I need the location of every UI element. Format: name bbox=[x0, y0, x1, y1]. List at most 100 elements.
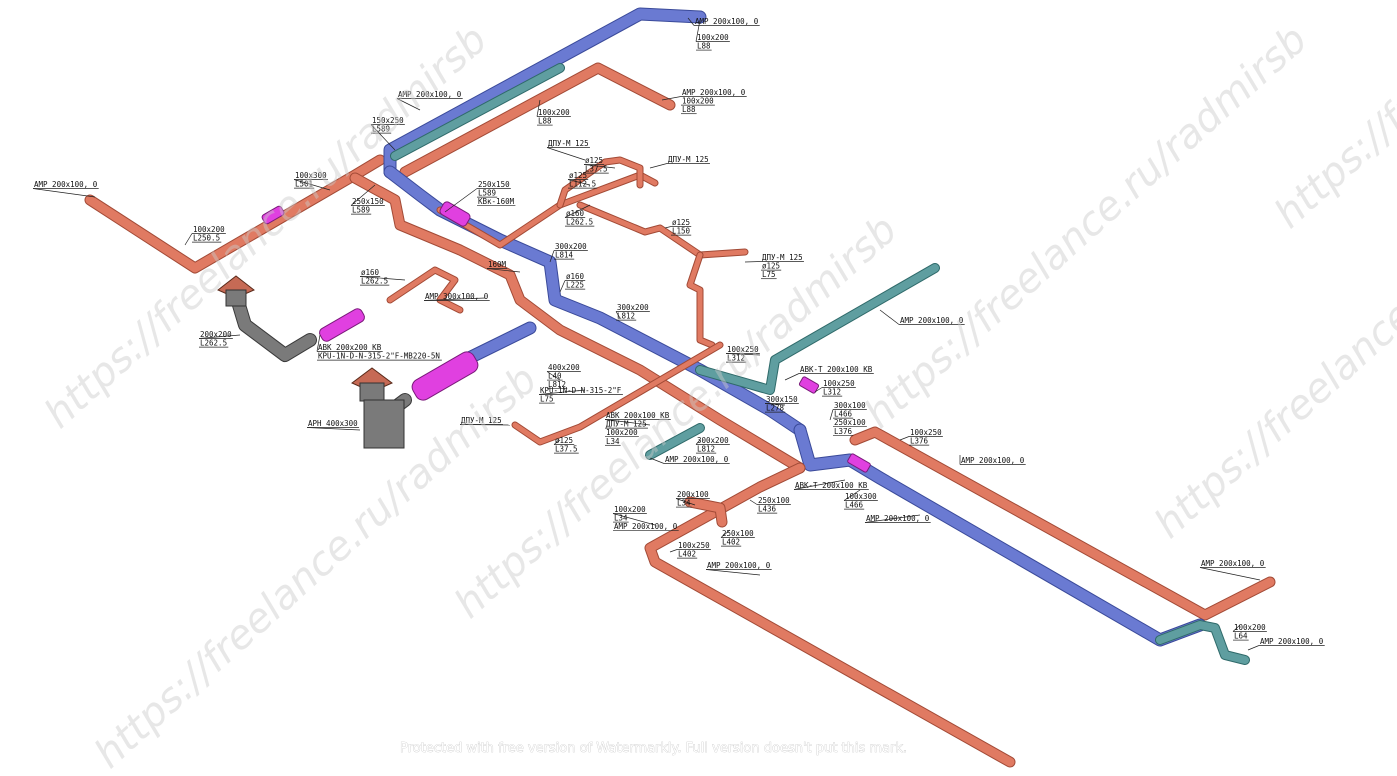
roof-cap-left bbox=[217, 275, 255, 307]
label-leader bbox=[184, 233, 193, 246]
dimension-label-line: AMP 200x100, 0 bbox=[34, 180, 98, 189]
dimension-label-line: AMP 200x100, 0 bbox=[1260, 637, 1324, 646]
dimension-label-line: L312 bbox=[823, 388, 841, 397]
dimension-label-line: L75 bbox=[540, 395, 554, 404]
supply-duct-lower-long bbox=[645, 463, 1015, 767]
dimension-label-line: L376 bbox=[910, 437, 929, 446]
dimension-label-line: L814 bbox=[555, 251, 574, 260]
valve-right-lower bbox=[847, 453, 871, 473]
label-leader bbox=[32, 188, 96, 198]
label-leader bbox=[444, 188, 478, 213]
label-leader bbox=[675, 498, 696, 506]
dimension-label-line: 250x150 bbox=[478, 180, 510, 189]
label-leader bbox=[705, 569, 761, 576]
valve-right-mid bbox=[798, 376, 820, 394]
dimension-label-line: L225 bbox=[566, 281, 584, 290]
dimension-label-line: 400x200 bbox=[548, 363, 580, 372]
round-duct-top-up bbox=[557, 157, 643, 208]
fan-lower-left bbox=[411, 351, 479, 401]
label-leader bbox=[1232, 624, 1241, 632]
dimension-label-line: L262.5 bbox=[361, 277, 388, 286]
dimension-label-line: 250x150 bbox=[352, 197, 384, 206]
dimension-label-line: L250.5 bbox=[193, 234, 220, 243]
dimension-label-line: АВК 200x100 КВ bbox=[606, 411, 670, 420]
dimension-label-line: L88 bbox=[538, 117, 552, 126]
dimension-label-line: АВК-Т 200x100 КВ bbox=[800, 365, 873, 374]
dimension-label-line: L262.5 bbox=[566, 218, 593, 227]
label-leader bbox=[423, 297, 486, 301]
dimension-label-line: AMP 200x100, 0 bbox=[398, 90, 462, 99]
round-duct-drop bbox=[687, 252, 715, 348]
label-leader bbox=[725, 353, 761, 356]
label-leader bbox=[553, 439, 561, 445]
label-leader bbox=[649, 457, 665, 464]
label-leader bbox=[814, 387, 823, 393]
silencer-left bbox=[319, 308, 365, 342]
dimension-label-line: 100x250 bbox=[727, 345, 759, 354]
label-leader bbox=[316, 334, 321, 352]
watermark-4: https://freelance.ru/radmirsb bbox=[1146, 127, 1397, 548]
dimension-label-line: 100x200 bbox=[682, 97, 714, 106]
dimension-label-line: КРU-1N-D-N-315-2"F bbox=[540, 386, 622, 395]
watermark-banner: Protected with free version of Watermark… bbox=[400, 741, 907, 756]
dimension-label-line: 100x250 bbox=[678, 541, 710, 550]
gray-duct-left-chimney bbox=[230, 289, 316, 361]
dimension-label-line: L34 bbox=[614, 514, 628, 523]
dimension-label-line: AMP 200x100, 0 bbox=[1201, 559, 1265, 568]
dimension-label-line: AMP 200x100, 0 bbox=[961, 456, 1025, 465]
dimension-label-line: КРU-1N-D-N-315-2"F-MB220-5N bbox=[318, 352, 440, 361]
dimension-label-line: L278 bbox=[766, 404, 785, 413]
label-leader bbox=[459, 424, 511, 426]
label-leader bbox=[864, 514, 921, 523]
dimension-label-line: AMP 300x100, 0 bbox=[425, 292, 489, 301]
silencer-upper bbox=[439, 201, 471, 227]
label-leader bbox=[899, 436, 910, 441]
label-leader bbox=[661, 96, 682, 101]
dimension-label-line: 100x200 bbox=[1234, 623, 1266, 632]
label-leader bbox=[793, 479, 846, 490]
roof-caps bbox=[217, 275, 405, 449]
dimension-label-line: ДПУ-М 125 bbox=[461, 416, 502, 425]
dimension-label-line: L37.5 bbox=[555, 445, 578, 454]
dimension-label-line: L589 bbox=[352, 206, 370, 215]
label-leader bbox=[829, 409, 834, 421]
dimension-label-line: L40 bbox=[548, 372, 562, 381]
dimension-label-line: ДПУ-М 125 bbox=[606, 420, 647, 429]
dimension-label-line: AMP 200x100, 0 bbox=[665, 455, 729, 464]
supply-duct-main bbox=[350, 173, 805, 473]
dimension-label-line: АВК 200x200 КВ bbox=[318, 343, 382, 352]
supply-duct-far-left bbox=[85, 155, 385, 273]
dimension-label-line: 250x100 bbox=[834, 418, 866, 427]
supply-duct-right-branch bbox=[850, 427, 1275, 620]
dimension-label-line: AMP 200x100, 0 bbox=[682, 88, 746, 97]
dimension-label-line: L402 bbox=[722, 538, 740, 547]
dimension-label-line: AMP 200x100, 0 bbox=[695, 17, 759, 26]
equipment bbox=[261, 201, 871, 473]
dimension-label-line: L88 bbox=[682, 105, 696, 114]
label-leader bbox=[612, 513, 656, 526]
dimension-label-line: L34 bbox=[606, 437, 620, 446]
dimension-label-line: 250x100 bbox=[758, 496, 790, 505]
label-leader bbox=[879, 309, 900, 325]
round-duct-left-loop bbox=[387, 267, 463, 313]
dimension-label-line: 100x200 bbox=[193, 225, 225, 234]
dimension-label-line: 100x200 bbox=[697, 33, 729, 42]
dimension-label-line: ø125 bbox=[762, 262, 780, 271]
dimension-label-line: AMP 200x100, 0 bbox=[866, 514, 930, 523]
label-leader bbox=[306, 427, 361, 431]
dimension-label-line: L112.5 bbox=[569, 180, 596, 189]
label-leader bbox=[370, 124, 396, 151]
dimension-label-line: L501 bbox=[295, 180, 313, 189]
dimension-label-line: ø160 bbox=[361, 268, 380, 277]
dimension-label-line: 100x300 bbox=[295, 171, 327, 180]
teal-duct-upper-right bbox=[696, 264, 939, 394]
label-leader bbox=[604, 419, 651, 426]
round-duct-mid-right bbox=[577, 202, 748, 258]
dimension-label-line: L812 bbox=[617, 312, 635, 321]
dimension-label-line: L75 bbox=[762, 270, 776, 279]
watermark-layer: https://freelance.ru/radmirsb https://fr… bbox=[36, 0, 1397, 776]
dimension-label-line: ø125 bbox=[585, 156, 603, 165]
dimension-label-line: 200x100 bbox=[677, 490, 709, 499]
grille-arn bbox=[363, 399, 405, 449]
